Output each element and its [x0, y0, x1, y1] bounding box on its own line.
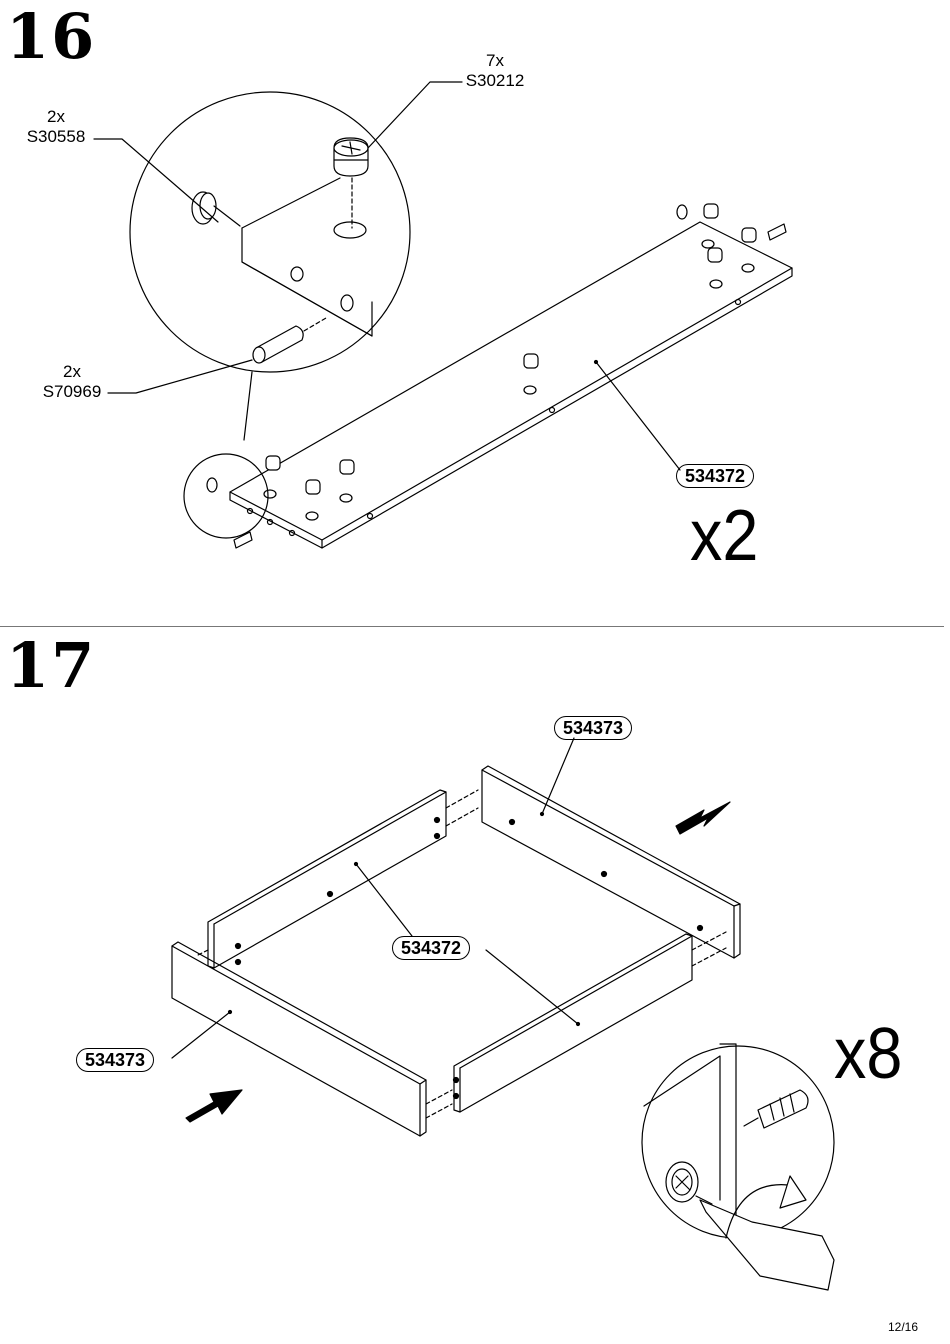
panel-tag-front-534373: 534373: [76, 1048, 155, 1072]
leader-s30212: [368, 82, 462, 148]
front-panel-534373: [172, 942, 426, 1136]
detail-magnifier: [130, 92, 410, 372]
leader-back-534373: [542, 738, 574, 814]
step-16-multiplier: x2: [690, 496, 759, 576]
back-panel-534373: [482, 766, 740, 958]
screw-pin-icon: [207, 205, 687, 492]
part-label-s30558: 2x S30558: [16, 107, 96, 147]
magnifier-connector: [244, 372, 252, 440]
detail-magnifier-small: [184, 454, 268, 538]
step-divider: [0, 626, 944, 627]
part-qty: 7x: [486, 51, 504, 70]
push-arrow-icon: [186, 1090, 242, 1122]
panel-534372: [230, 222, 792, 548]
part-label-s70969: 2x S70969: [32, 362, 112, 402]
screwdriver-detail-magnifier: [642, 1044, 834, 1238]
step-16-number: 16: [6, 0, 97, 73]
wood-dowel-icon: [234, 224, 786, 548]
side-panel-right: [454, 934, 693, 1112]
push-arrow-icon: [676, 802, 730, 834]
cam-lock-icon: [666, 1162, 698, 1202]
step-17-number: 17: [6, 629, 97, 702]
cam-lock-icon: [266, 204, 756, 494]
wood-dowel-icon: [253, 326, 303, 363]
part-qty: 2x: [47, 107, 65, 126]
step-17-multiplier: x8: [834, 1014, 903, 1094]
leader-side-534372-right: [486, 950, 578, 1024]
part-code: S30558: [26, 127, 86, 146]
screwdriver-icon: [696, 1176, 834, 1290]
leader-s70969: [108, 360, 252, 393]
part-qty: 2x: [63, 362, 81, 381]
panel-tag-side-534372: 534372: [392, 936, 471, 960]
leader-s30558: [94, 139, 218, 222]
part-code: S30212: [465, 71, 525, 90]
page-number: 12/16: [887, 1320, 918, 1334]
part-label-s30212: 7x S30212: [455, 51, 535, 91]
panel-tag-534372: 534372: [676, 464, 755, 488]
part-code: S70969: [42, 382, 102, 401]
leader-front-534373: [172, 1012, 230, 1058]
side-panel-left: [208, 790, 446, 968]
wood-dowel-icon: [744, 1090, 808, 1128]
dowel-alignment-lines: [196, 790, 726, 1118]
leader-side-534372-left: [356, 864, 412, 936]
panel-tag-back-534373: 534373: [554, 716, 633, 740]
cam-lock-icon: [334, 138, 368, 176]
leader-534372: [596, 362, 680, 470]
screw-pin-icon: [192, 192, 240, 226]
